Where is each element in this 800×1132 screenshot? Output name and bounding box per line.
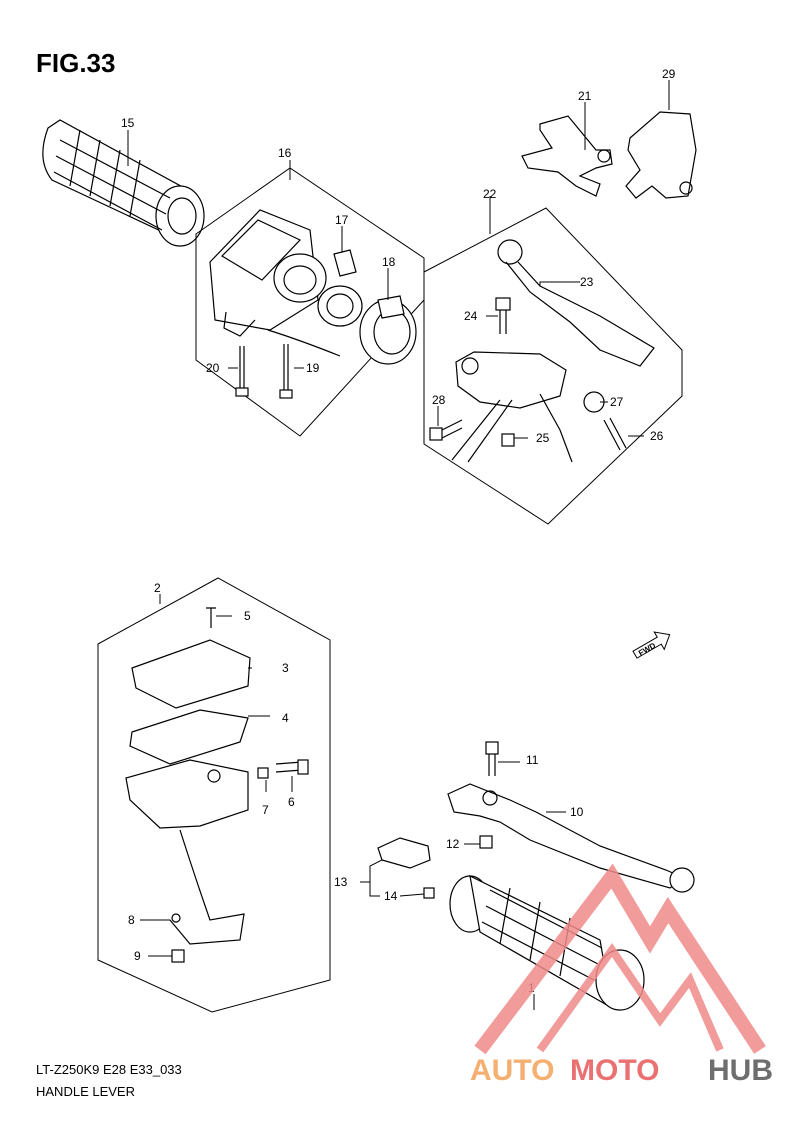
callout-10: 10 — [570, 805, 584, 819]
callout-20: 20 — [206, 361, 220, 375]
callout-5: 5 — [244, 609, 251, 623]
watermark-logo: AUTO MOTO HUB — [470, 863, 773, 1087]
lever-10 — [447, 783, 695, 893]
callout-3: 3 — [282, 661, 289, 675]
callout-23: 23 — [580, 275, 594, 289]
callout-6: 6 — [288, 795, 295, 809]
figure-title: FIG.33 — [36, 48, 116, 78]
callout-19: 19 — [306, 361, 320, 375]
bracket-21 — [521, 115, 613, 197]
cap-3 — [131, 639, 251, 709]
callout-8: 8 — [128, 913, 135, 927]
callout-4: 4 — [282, 711, 289, 725]
callout-12: 12 — [446, 837, 460, 851]
grip-15 — [42, 119, 205, 247]
leader-lines — [127, 80, 670, 1010]
fwd-arrow-marker: FWD — [632, 631, 671, 659]
bolt-11 — [485, 741, 499, 776]
model-code: LT-Z250K9 E28 E33_033 — [36, 1062, 182, 1077]
callout-17: 17 — [335, 213, 349, 227]
watermark-moto: MOTO — [570, 1054, 659, 1087]
callout-7: 7 — [262, 803, 269, 817]
callout-18: 18 — [382, 255, 396, 269]
callout-16: 16 — [278, 146, 292, 160]
lever-23 — [497, 239, 655, 367]
callout-27: 27 — [610, 395, 624, 409]
callout-25: 25 — [536, 431, 550, 445]
bolt-8 — [171, 913, 181, 923]
nut-25 — [501, 433, 515, 447]
screw-19 — [279, 344, 293, 399]
watermark-inner-triangle — [536, 943, 724, 1053]
diagram-name: HANDLE LEVER — [36, 1084, 135, 1099]
screw-14 — [423, 887, 435, 899]
diaphragm-4 — [129, 709, 249, 765]
housing-29 — [625, 111, 697, 199]
master-cylinder-body-2 — [125, 759, 249, 945]
callout-29: 29 — [662, 67, 676, 81]
watermark-auto: AUTO — [470, 1054, 554, 1087]
screw-5 — [206, 607, 216, 628]
callout-24: 24 — [464, 309, 478, 323]
throttle-housing-18 — [359, 295, 417, 365]
screw-20 — [235, 346, 249, 397]
master-cylinder-body — [451, 351, 573, 463]
nut-7 — [257, 767, 269, 779]
callout-9: 9 — [134, 949, 141, 963]
watermark-triangle — [474, 863, 766, 1055]
callout-26: 26 — [650, 429, 664, 443]
nut-12 — [479, 835, 493, 849]
callout-11: 11 — [526, 753, 539, 767]
callout-28: 28 — [432, 393, 446, 407]
callout-21: 21 — [578, 89, 592, 103]
bolt-28 — [429, 419, 463, 441]
screw-26 — [603, 417, 627, 451]
callout-14: 14 — [384, 889, 398, 903]
watermark-hub: HUB — [708, 1054, 773, 1087]
callout-2: 2 — [154, 581, 161, 595]
callout-13: 13 — [334, 875, 348, 889]
callout-22: 22 — [483, 187, 497, 201]
bolt-6 — [275, 759, 309, 775]
lever-assembly-box — [423, 207, 683, 525]
callout-15: 15 — [121, 116, 135, 130]
switch-part-17 — [317, 249, 363, 327]
switch-13 — [377, 837, 431, 869]
grip-1 — [449, 874, 645, 1011]
master-cylinder-box — [97, 577, 331, 1013]
callout-numbers: 15 16 17 18 20 19 21 29 22 23 24 28 25 2… — [121, 67, 676, 995]
nut-9 — [171, 949, 185, 963]
handlebar-switch-16 — [209, 209, 341, 357]
bolt-24 — [495, 297, 511, 334]
